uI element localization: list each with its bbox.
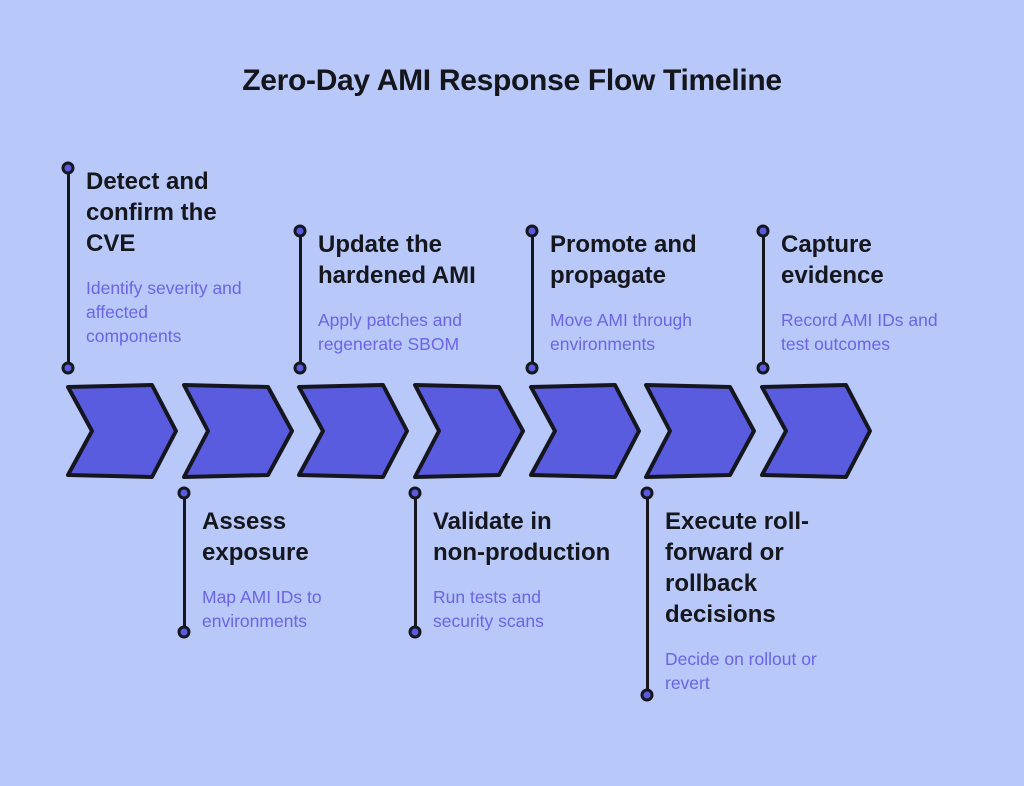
chevron-arrow bbox=[297, 383, 409, 479]
connector-line bbox=[530, 231, 534, 368]
connector-line bbox=[66, 168, 70, 368]
milestone-subtitle: Decide on rollout or revert bbox=[665, 649, 817, 693]
connector-dot-top bbox=[293, 224, 307, 238]
connector-dot-bottom bbox=[293, 361, 307, 375]
chevron-arrow bbox=[644, 383, 756, 479]
connector-dot-bottom bbox=[408, 625, 422, 639]
milestone-title: Assess exposure bbox=[202, 508, 309, 566]
chevron-arrow bbox=[529, 383, 641, 479]
milestone-subtitle: Map AMI IDs to environments bbox=[202, 587, 322, 631]
milestone-title: Validate in non-production bbox=[433, 508, 611, 566]
connector-line bbox=[761, 231, 765, 368]
milestone-title: Update the hardened AMI bbox=[318, 231, 476, 289]
connector-dot-top bbox=[61, 161, 75, 175]
chevron-arrow bbox=[760, 383, 872, 479]
connector-dot-top bbox=[177, 486, 191, 500]
connector-dot-top bbox=[525, 224, 539, 238]
milestone-title: Capture evidence bbox=[781, 231, 884, 289]
connector-dot-top bbox=[756, 224, 770, 238]
connector-dot-top bbox=[640, 486, 654, 500]
milestone-subtitle: Move AMI through environments bbox=[550, 310, 693, 354]
connector-dot-bottom bbox=[525, 361, 539, 375]
connector-dot-top bbox=[408, 486, 422, 500]
connector-line bbox=[298, 231, 302, 368]
milestone-title: Promote and propagate bbox=[550, 231, 697, 289]
chevron-arrow bbox=[182, 383, 294, 479]
milestone-subtitle: Run tests and security scans bbox=[433, 587, 544, 631]
chevron-arrow bbox=[413, 383, 525, 479]
milestone-subtitle: Record AMI IDs and test outcomes bbox=[781, 310, 938, 354]
milestone-subtitle: Apply patches and regenerate SBOM bbox=[318, 310, 462, 354]
milestone-title: Detect and confirm the CVE bbox=[86, 168, 217, 257]
connector-dot-bottom bbox=[640, 688, 654, 702]
milestone-title: Execute roll- forward or rollback decisi… bbox=[665, 508, 810, 628]
milestone-subtitle: Identify severity and affected component… bbox=[86, 278, 242, 346]
connector-line bbox=[413, 493, 417, 632]
connector-dot-bottom bbox=[177, 625, 191, 639]
connector-line bbox=[645, 493, 649, 695]
connector-dot-bottom bbox=[61, 361, 75, 375]
chevron-arrow bbox=[66, 383, 178, 479]
connector-line bbox=[182, 493, 186, 632]
connector-dot-bottom bbox=[756, 361, 770, 375]
diagram-title: Zero-Day AMI Response Flow Timeline bbox=[242, 64, 782, 97]
